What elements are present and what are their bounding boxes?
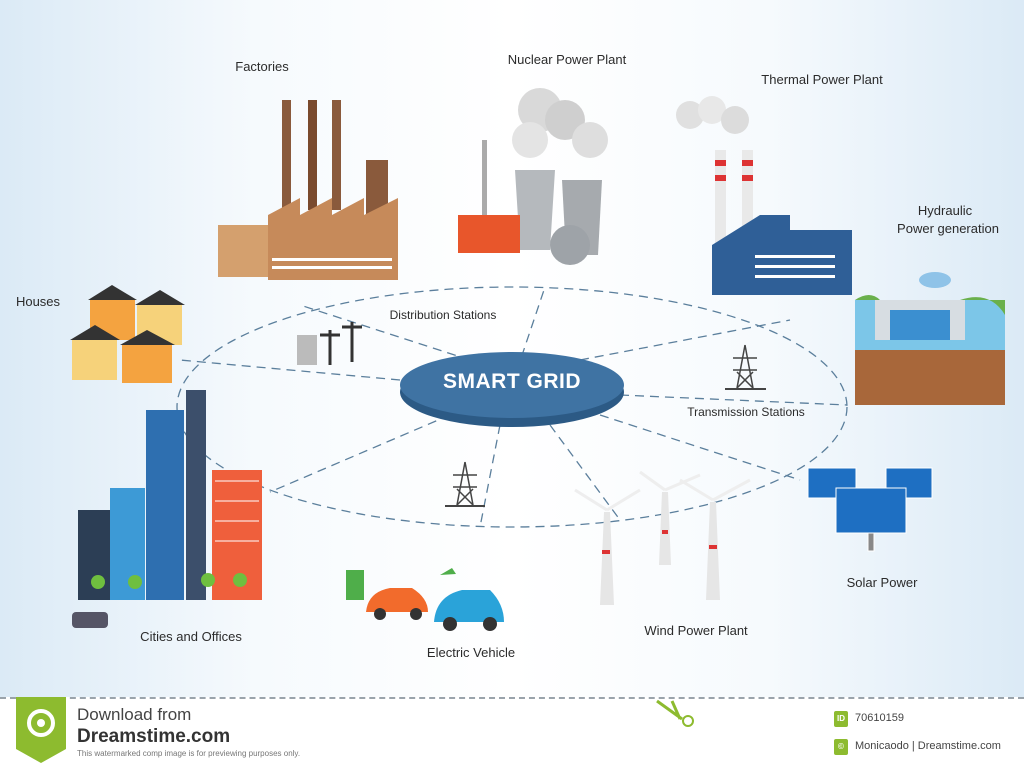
transmission-tower-icon <box>725 344 766 390</box>
label-transmission-stations: Transmission Stations <box>687 405 805 419</box>
grid-spokes <box>179 286 848 528</box>
transmission-tower-icon <box>445 461 485 507</box>
dreamstime-link[interactable]: Dreamstime.com <box>77 726 231 747</box>
watermark-footer: Download from Dreamstime.com This waterm… <box>0 697 1024 770</box>
houses-icon <box>70 285 185 383</box>
label-cities-and-offices: Cities and Offices <box>140 629 242 644</box>
label-solar-power: Solar Power <box>846 575 918 590</box>
author-credit[interactable]: Monicaodo | Dreamstime.com <box>855 740 1001 752</box>
factory-icon <box>218 100 398 280</box>
label-factories: Factories <box>235 59 289 74</box>
label-hydraulic: Hydraulic <box>917 203 973 218</box>
id-badge-icon: ID <box>834 711 848 727</box>
electric-vehicles-icon <box>346 568 504 631</box>
diagram-graphics <box>70 88 1005 631</box>
infographic-canvas: SMART GRID Factories Nuclear Power Plant… <box>0 0 1024 697</box>
label-wind-power-plant: Wind Power Plant <box>644 623 748 638</box>
image-id: 70610159 <box>855 712 904 724</box>
wind-turbines-icon <box>574 470 751 605</box>
label-nuclear-power-plant: Nuclear Power Plant <box>507 52 627 67</box>
distribution-station-icon <box>297 322 362 365</box>
thermal-plant-icon <box>676 96 852 295</box>
label-distribution-stations: Distribution Stations <box>389 308 497 322</box>
copyright-icon: © <box>834 739 848 755</box>
dreamstime-logo-icon <box>16 697 66 763</box>
label-houses: Houses <box>15 294 61 309</box>
scissors-icon <box>656 699 694 727</box>
hydro-plant-icon <box>855 272 1005 405</box>
smart-grid-title: SMART GRID <box>443 370 581 393</box>
smart-grid-hub <box>400 352 624 418</box>
download-from-text: Download from <box>77 705 192 724</box>
solar-panels-icon <box>807 467 933 552</box>
grid-ring <box>176 286 848 528</box>
city-buildings-icon <box>72 390 262 628</box>
watermark-disclaimer: This watermarked comp image is for previ… <box>77 749 301 758</box>
nuclear-plant-icon <box>458 88 608 265</box>
label-thermal-power-plant: Thermal Power Plant <box>761 72 883 87</box>
label-electric-vehicle: Electric Vehicle <box>426 645 516 660</box>
label-power-generation: Power generation <box>897 221 999 236</box>
